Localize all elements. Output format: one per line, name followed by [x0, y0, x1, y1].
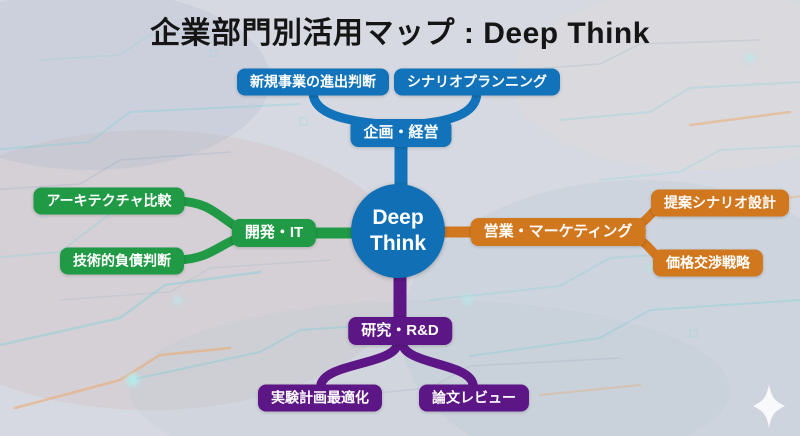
leaf-node-architecture-comparison: アーキテクチャ比較: [33, 187, 185, 215]
connector-left-bottom: [173, 233, 243, 265]
connector-bottom-left: [316, 337, 403, 389]
leaf-node-paper-review: 論文レビュー: [419, 384, 529, 412]
leaf-node-scenario-planning: シナリオプランニング: [394, 68, 560, 96]
leaf-node-price-negotiation-strategy: 価格交渉戦略: [653, 249, 763, 277]
center-label-line2: Think: [370, 232, 426, 255]
center-label-line1: Deep: [372, 206, 424, 230]
connector-bottom-right: [397, 337, 478, 389]
page-title: 企業部門別活用マップ : Deep Think: [150, 17, 650, 50]
center-node-deep-think: Deep Think: [351, 184, 445, 278]
branch-node-research-rnd: 研究・R&D: [348, 317, 452, 345]
leaf-node-proposal-scenario-design: 提案シナリオ設計: [651, 189, 789, 217]
leaf-node-new-business-judgment: 新規事業の進出判断: [237, 68, 389, 96]
branch-node-development-it: 開発・IT: [231, 219, 317, 247]
branch-node-sales-marketing: 営業・マーケティング: [470, 218, 646, 246]
sparkle-icon: [753, 384, 785, 428]
circuit-traces: [0, 29, 800, 410]
leaf-node-experiment-plan-optimization: 実験計画最適化: [258, 384, 382, 412]
leaf-node-technical-debt-judgment: 技術的負債判断: [60, 247, 184, 275]
branch-node-planning-management: 企画・経営: [350, 119, 452, 147]
connector-left-top: [173, 196, 243, 233]
